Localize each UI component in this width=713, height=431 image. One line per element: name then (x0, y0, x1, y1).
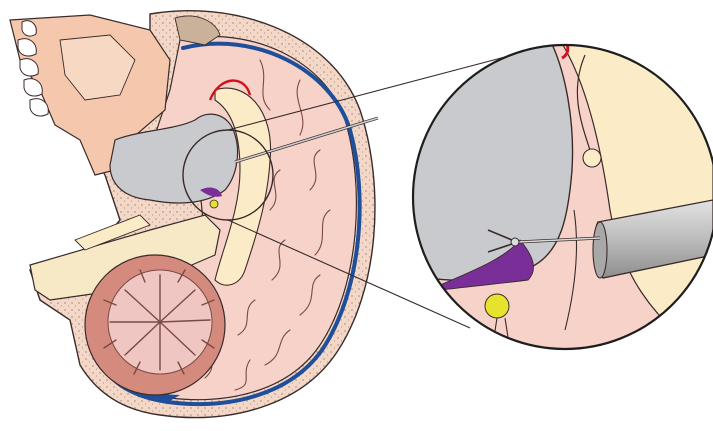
yellow-nerve-small (210, 200, 218, 208)
cerebellum (85, 255, 225, 395)
magnified-inset (410, 40, 713, 360)
